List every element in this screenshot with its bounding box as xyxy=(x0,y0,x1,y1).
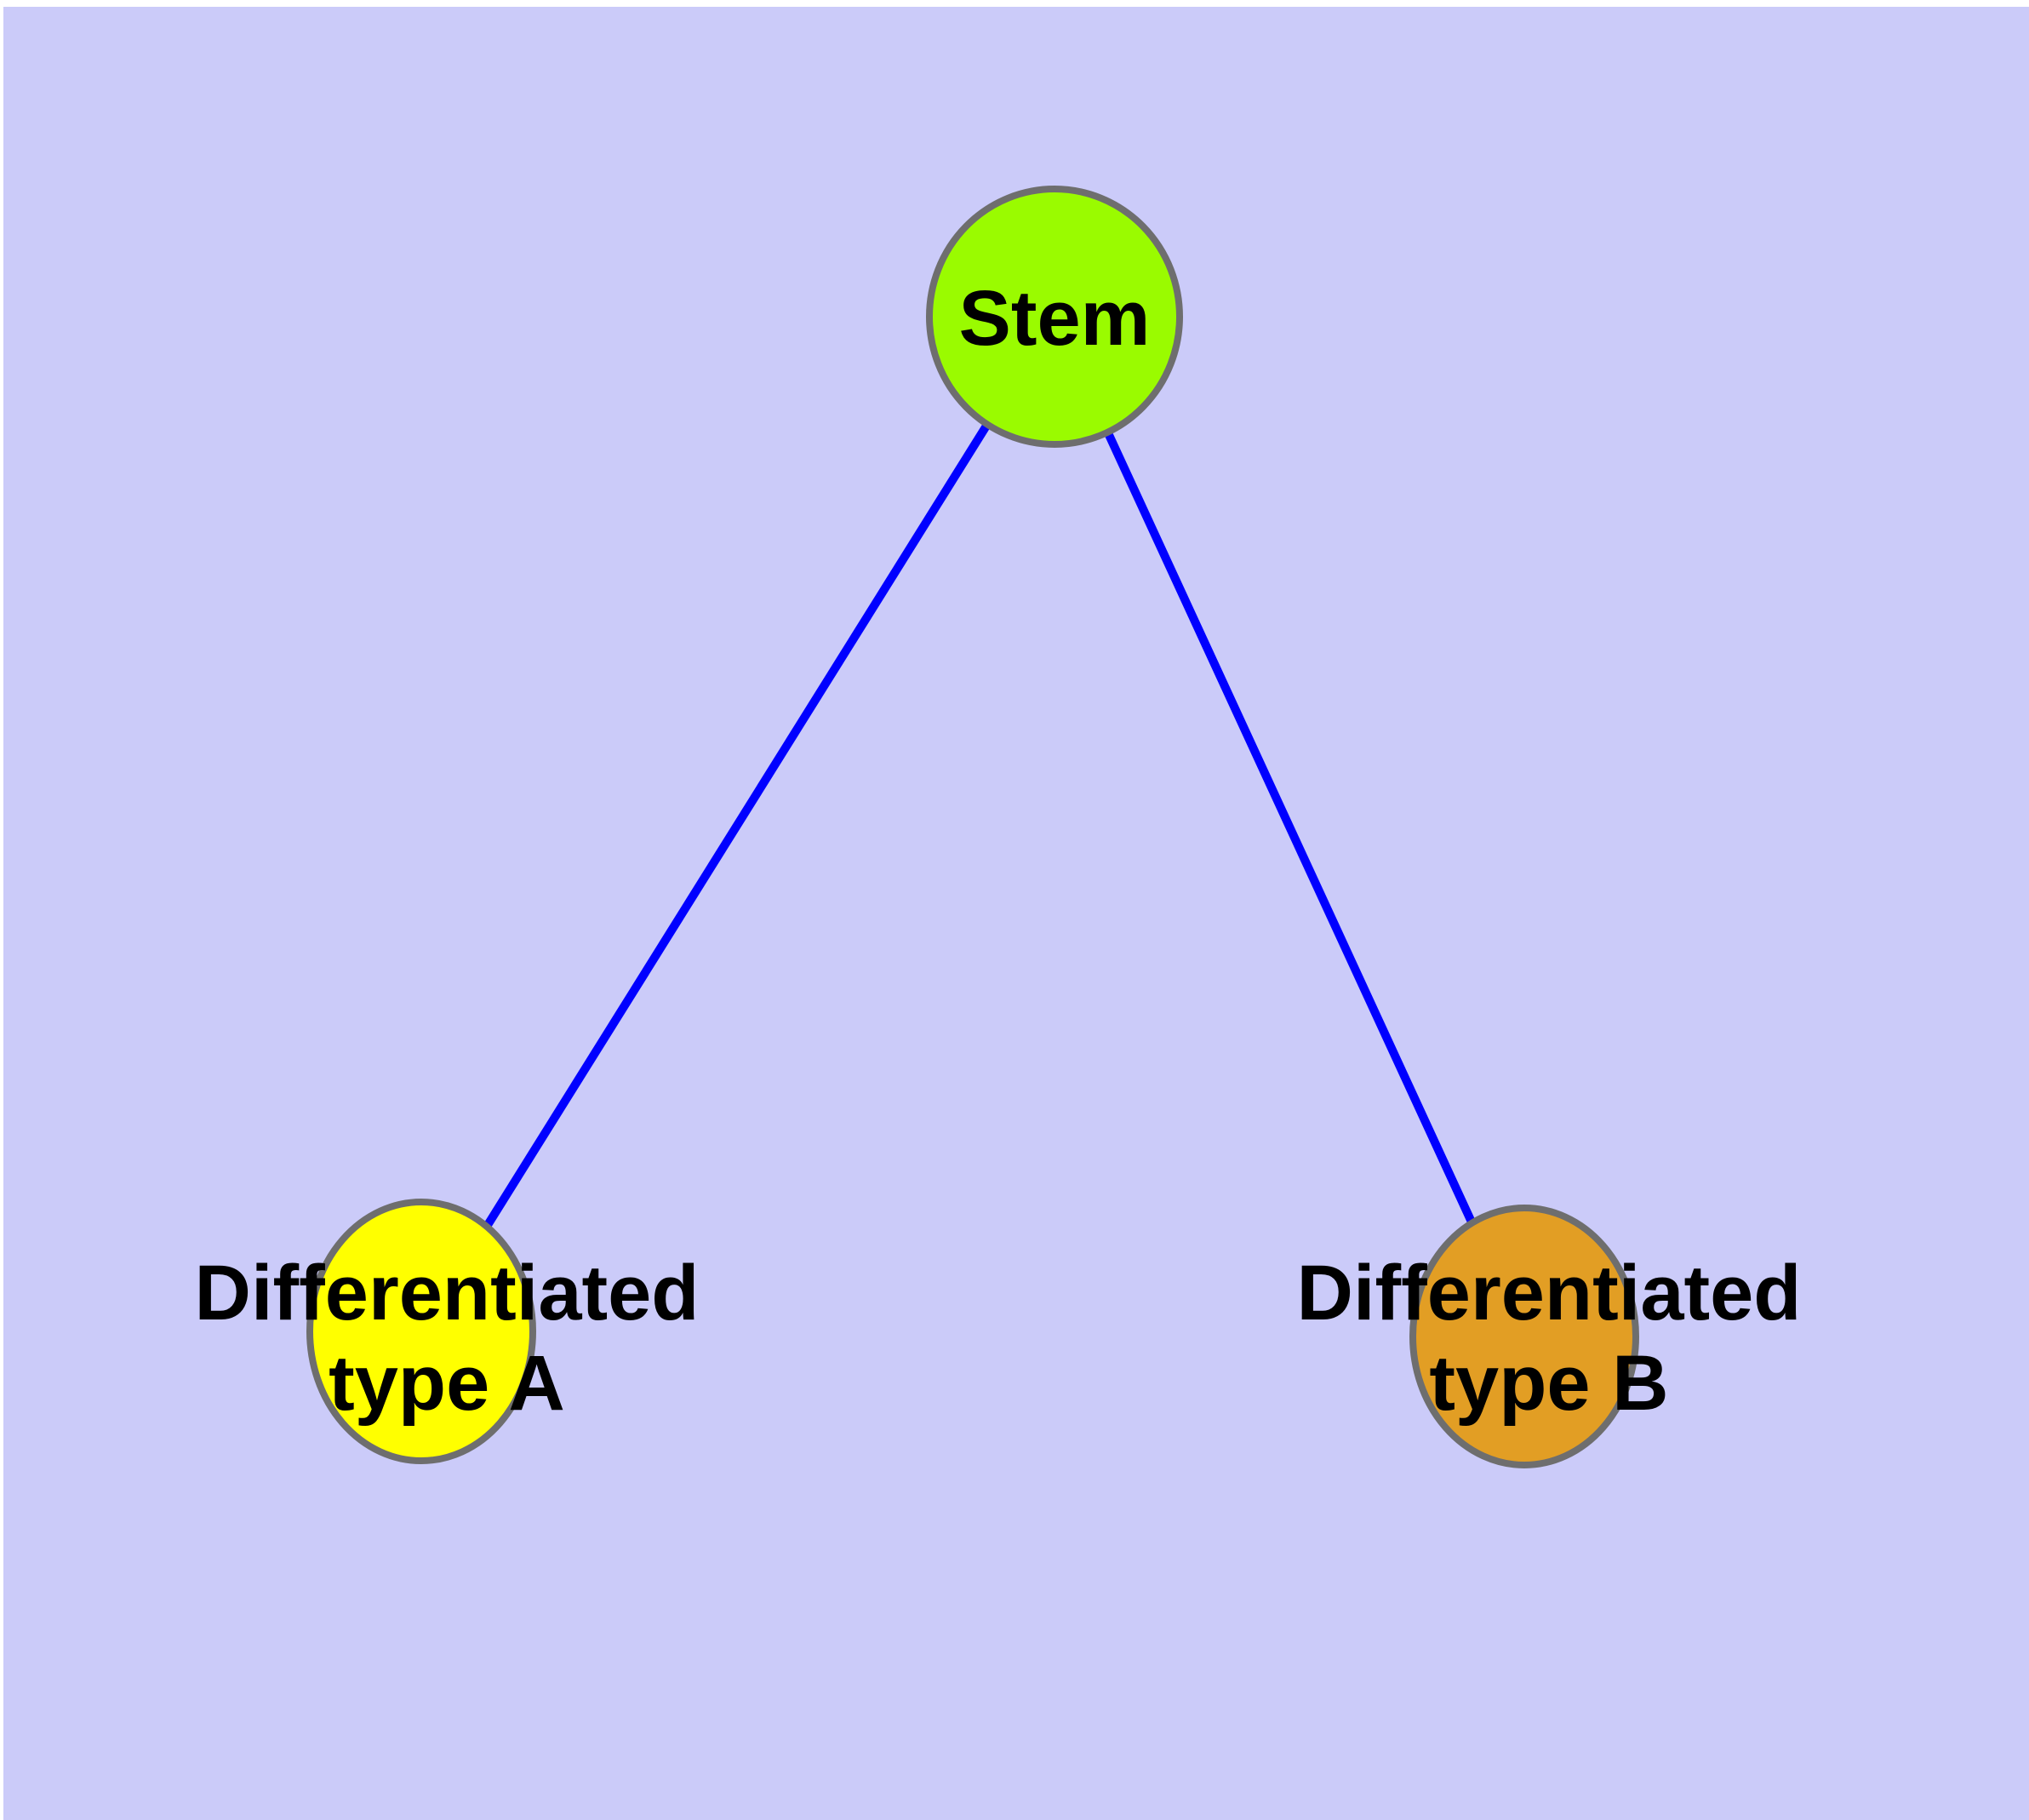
node-stem xyxy=(926,186,1183,448)
node-type-a-label-line1: Differentiated xyxy=(195,1250,700,1336)
edge-stem-to-type-a xyxy=(417,314,1059,1334)
node-stem-label: Stem xyxy=(959,275,1151,362)
node-type-b-label-line2: type B xyxy=(1429,1340,1668,1427)
node-differentiated-type-a xyxy=(306,1199,536,1464)
edge-stem-to-type-b xyxy=(1050,314,1529,1339)
node-type-a-label-line2: type A xyxy=(329,1340,565,1427)
node-differentiated-type-b xyxy=(1409,1205,1639,1468)
node-type-b-label-line1: Differentiated xyxy=(1297,1250,1802,1336)
